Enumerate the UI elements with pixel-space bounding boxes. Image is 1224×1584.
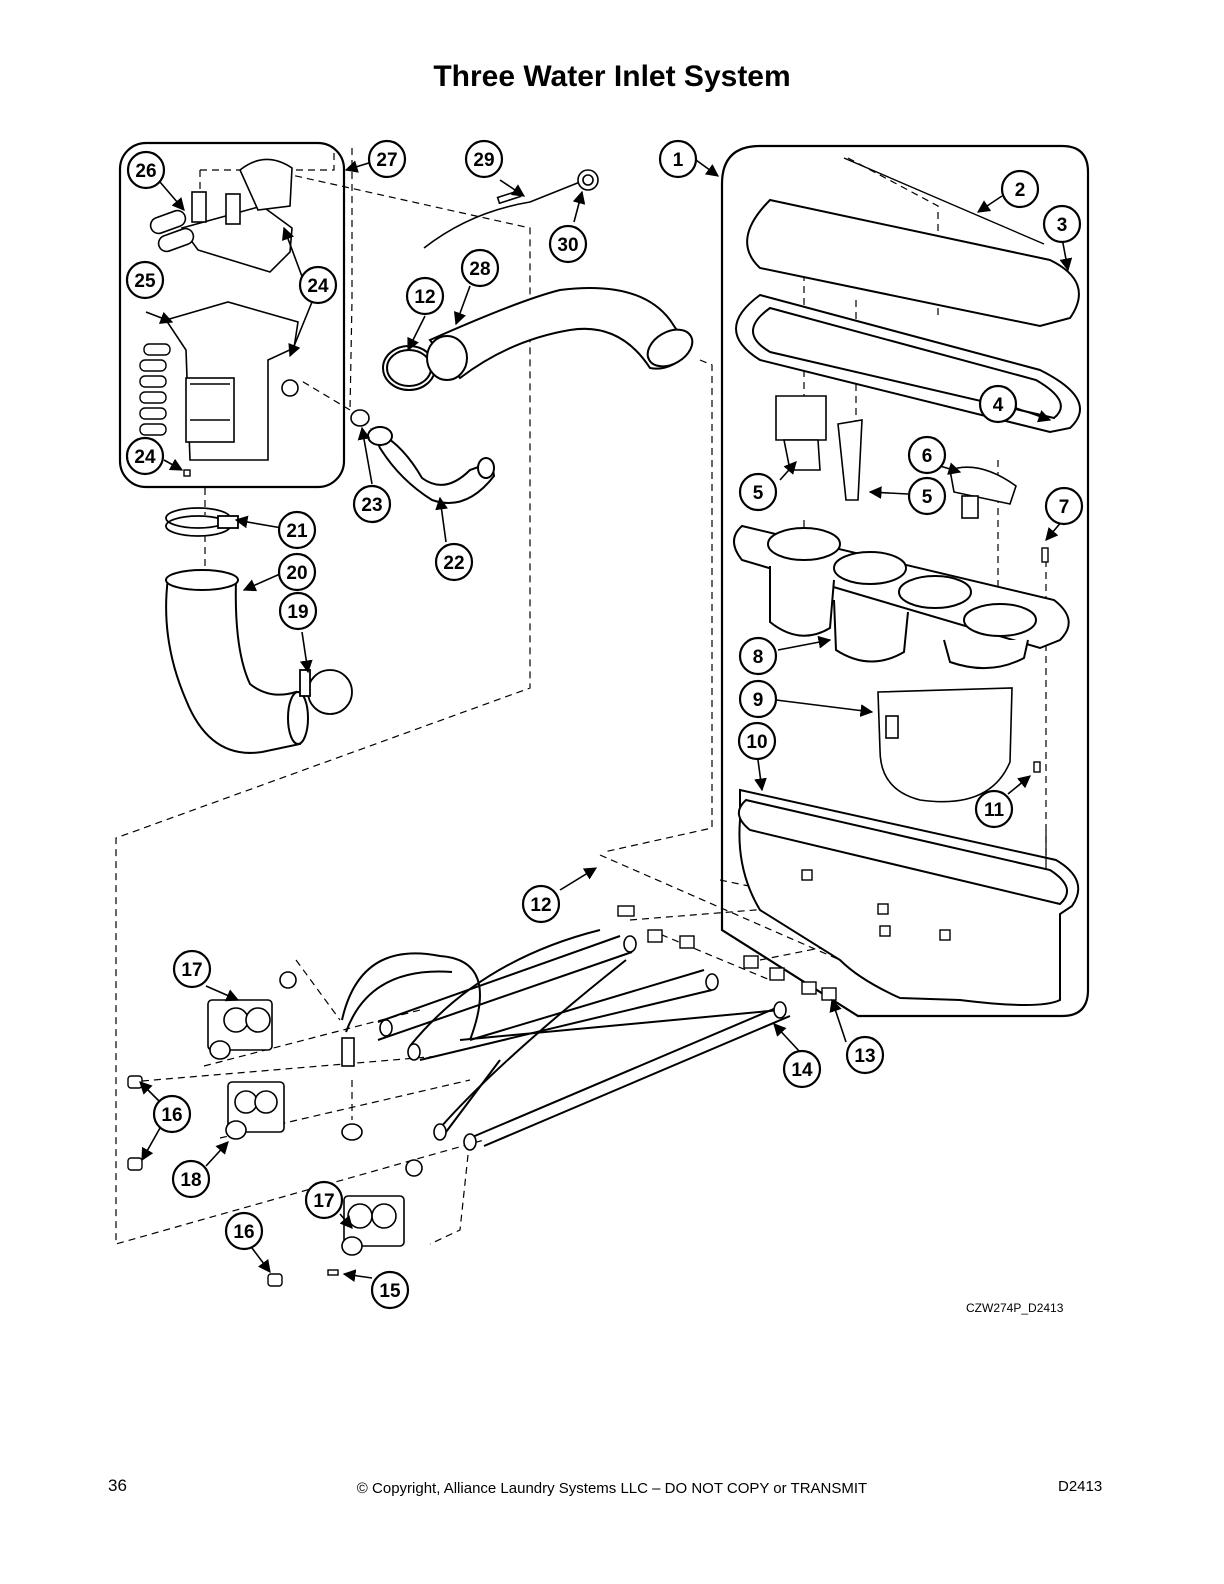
callout-3: 3 xyxy=(1057,215,1068,236)
hose-clips-part xyxy=(617,869,951,1001)
dispenser-tray-part xyxy=(733,524,1070,670)
callout-26: 26 xyxy=(135,161,156,182)
document-code: D2413 xyxy=(1058,1478,1103,1495)
callout-6: 6 xyxy=(922,446,933,467)
callout-12: 12 xyxy=(414,287,435,308)
dispenser-tub-part xyxy=(139,301,299,461)
hose-clamp-part xyxy=(165,507,353,715)
callout-27: 27 xyxy=(376,150,397,171)
drawing-id: CZW274P_D2413 xyxy=(966,1301,1064,1315)
callout-7: 7 xyxy=(1059,497,1070,518)
page-title: Three Water Inlet System xyxy=(433,60,791,93)
callout-30: 30 xyxy=(557,235,578,256)
siphon-cap-parts xyxy=(775,395,1017,519)
callout-14: 14 xyxy=(791,1060,813,1081)
dispenser-lid-part xyxy=(149,158,293,273)
callout-25: 25 xyxy=(134,271,156,292)
callout-13: 13 xyxy=(854,1046,875,1067)
callout-29: 29 xyxy=(473,150,494,171)
callout-17b: 17 xyxy=(313,1191,334,1212)
dispenser-insert-part xyxy=(877,687,1013,803)
page-number: 36 xyxy=(108,1476,127,1495)
callout-15: 15 xyxy=(379,1281,401,1302)
callout-5b: 5 xyxy=(922,487,933,508)
dispenser-housing-part xyxy=(738,788,1080,1006)
fill-hose-ends-part xyxy=(379,935,787,1151)
callout-5: 5 xyxy=(753,483,764,504)
hose-washers-part xyxy=(127,1075,339,1287)
clip-part xyxy=(350,409,370,427)
callout-24: 24 xyxy=(307,276,329,297)
callout-23: 23 xyxy=(361,495,382,516)
dispenser-assembly-box xyxy=(720,144,1090,1018)
callout-8: 8 xyxy=(753,647,764,668)
callout-28: 28 xyxy=(469,259,490,280)
callout-9: 9 xyxy=(753,690,764,711)
callout-22: 22 xyxy=(443,553,464,574)
inlet-valve-parts xyxy=(207,971,423,1256)
callout-18: 18 xyxy=(180,1170,201,1191)
callout-17: 17 xyxy=(181,960,202,981)
wire-and-grommet-part xyxy=(423,169,599,249)
callout-10: 10 xyxy=(746,732,767,753)
vent-hose-part xyxy=(426,287,694,381)
callout-11: 11 xyxy=(984,800,1005,821)
callout-1: 1 xyxy=(673,150,684,171)
overflow-hose-part xyxy=(367,426,496,504)
callout-leaders xyxy=(139,159,1073,1282)
callout-19: 19 xyxy=(287,602,308,623)
callout-12b: 12 xyxy=(530,895,551,916)
callout-numbers: 1 2 3 4 5 5 6 7 8 9 10 11 12 12 13 14 15… xyxy=(134,150,1069,1302)
small-screw-parts xyxy=(183,469,1049,773)
elbow-hose-part xyxy=(165,569,309,754)
callout-24b: 24 xyxy=(134,447,156,468)
callout-circles xyxy=(125,139,1084,1310)
callout-21: 21 xyxy=(286,521,308,542)
callout-2: 2 xyxy=(1015,180,1026,201)
fill-hoses-part xyxy=(341,929,791,1147)
callout-16b: 16 xyxy=(233,1222,254,1243)
callout-4: 4 xyxy=(993,395,1004,416)
callout-16: 16 xyxy=(161,1105,182,1126)
callout-20: 20 xyxy=(286,563,307,584)
copyright-notice: © Copyright, Alliance Laundry Systems LL… xyxy=(356,1480,868,1497)
dispenser-cover-part xyxy=(746,157,1080,328)
dispenser-valve-group-box xyxy=(118,141,346,489)
